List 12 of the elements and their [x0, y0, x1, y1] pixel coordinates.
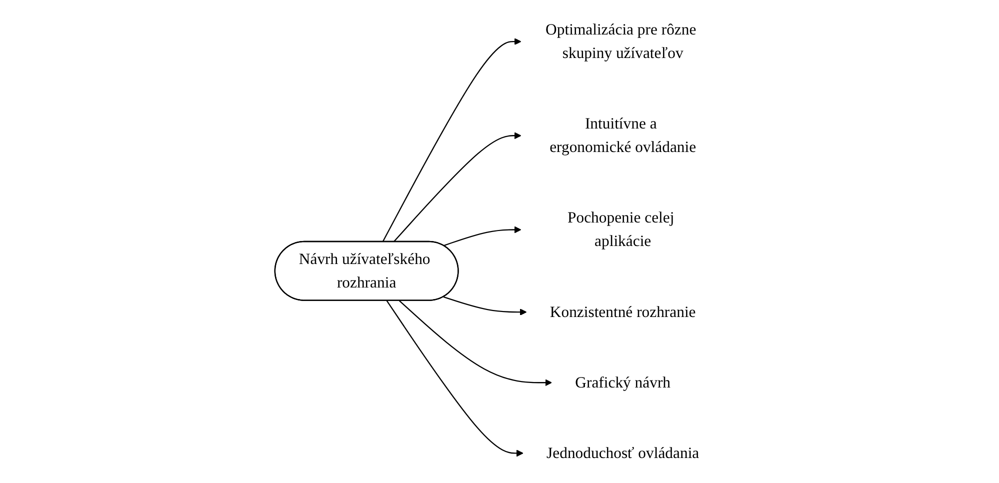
node-text: Intuitívne a ergonomické ovládanie — [549, 115, 696, 156]
node-text: Pochopenie celej aplikácie — [567, 209, 674, 250]
arrow — [443, 226, 521, 246]
arrow — [386, 300, 523, 457]
node-text: Konzistentné rozhranie — [550, 303, 696, 321]
node-text: Grafický návrh — [574, 374, 670, 392]
node-text: Jednoduchosť ovládania — [546, 444, 699, 462]
arrow — [382, 38, 521, 242]
arrow — [398, 300, 552, 386]
arrow — [443, 296, 526, 316]
arrow — [392, 132, 521, 242]
node-text: Optimalizácia pre rôzne skupiny užívateľov — [545, 21, 696, 62]
